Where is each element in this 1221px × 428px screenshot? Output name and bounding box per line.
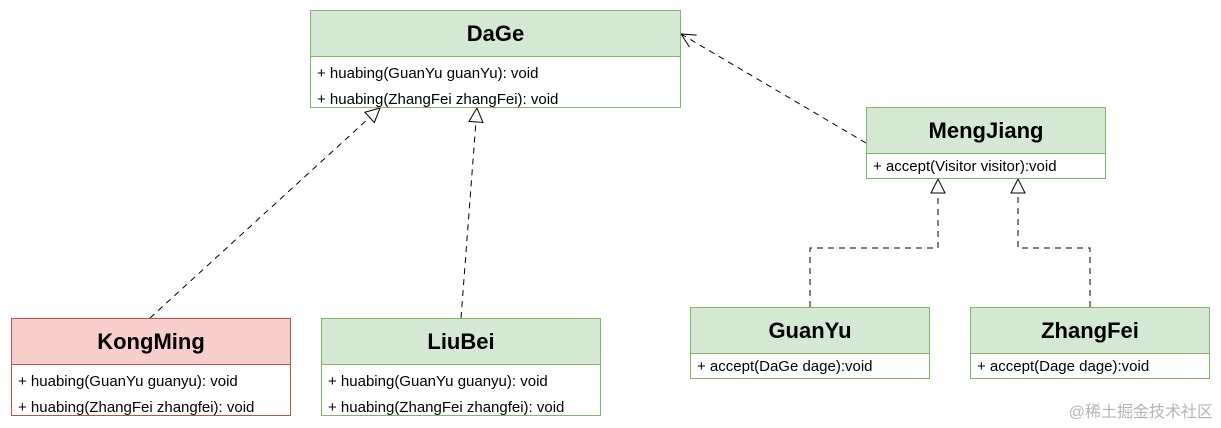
class-mengjiang-methods: + accept(Visitor visitor):void xyxy=(867,154,1105,180)
class-mengjiang[interactable]: MengJiang + accept(Visitor visitor):void xyxy=(866,107,1106,179)
realization-guanyu-to-mengjiang xyxy=(809,179,938,307)
realization-kongming-to-dage xyxy=(149,108,380,319)
method-item: + huabing(GuanYu guanyu): void xyxy=(328,373,548,390)
class-mengjiang-name: MengJiang xyxy=(867,108,1105,154)
class-kongming-name: KongMing xyxy=(12,319,290,365)
class-zhangfei-methods: + accept(Dage dage):void xyxy=(971,354,1209,380)
class-dage-methods: + huabing(GuanYu guanYu): void + huabing… xyxy=(311,57,680,113)
method-item: + huabing(ZhangFei zhangFei): void xyxy=(317,91,559,108)
method-item: + huabing(GuanYu guanYu): void xyxy=(317,65,539,82)
class-guanyu-methods: + accept(DaGe dage):void xyxy=(691,354,929,380)
watermark: @稀土掘金技术社区 xyxy=(1068,404,1213,421)
method-item: + huabing(ZhangFei zhangfei): void xyxy=(18,399,255,416)
class-guanyu-name: GuanYu xyxy=(691,308,929,354)
class-dage-name: DaGe xyxy=(311,11,680,57)
class-kongming[interactable]: KongMing + huabing(GuanYu guanyu): void … xyxy=(11,318,291,416)
method-item: + accept(Dage dage):void xyxy=(977,358,1150,375)
realization-liubei-to-dage xyxy=(460,108,477,319)
class-zhangfei[interactable]: ZhangFei + accept(Dage dage):void xyxy=(970,307,1210,379)
class-liubei-name: LiuBei xyxy=(322,319,600,365)
method-item: + accept(DaGe dage):void xyxy=(697,358,873,375)
class-kongming-methods: + huabing(GuanYu guanyu): void + huabing… xyxy=(12,365,290,421)
method-item: + huabing(ZhangFei zhangfei): void xyxy=(328,399,565,416)
dependency-mengjiang-to-dage xyxy=(681,34,867,144)
class-liubei[interactable]: LiuBei + huabing(GuanYu guanyu): void + … xyxy=(321,318,601,416)
class-guanyu[interactable]: GuanYu + accept(DaGe dage):void xyxy=(690,307,930,379)
realization-zhangfei-to-mengjiang xyxy=(1018,179,1091,307)
class-liubei-methods: + huabing(GuanYu guanyu): void + huabing… xyxy=(322,365,600,421)
method-item: + huabing(GuanYu guanyu): void xyxy=(18,373,238,390)
method-item: + accept(Visitor visitor):void xyxy=(873,158,1057,175)
class-dage[interactable]: DaGe + huabing(GuanYu guanYu): void + hu… xyxy=(310,10,681,108)
class-zhangfei-name: ZhangFei xyxy=(971,308,1209,354)
